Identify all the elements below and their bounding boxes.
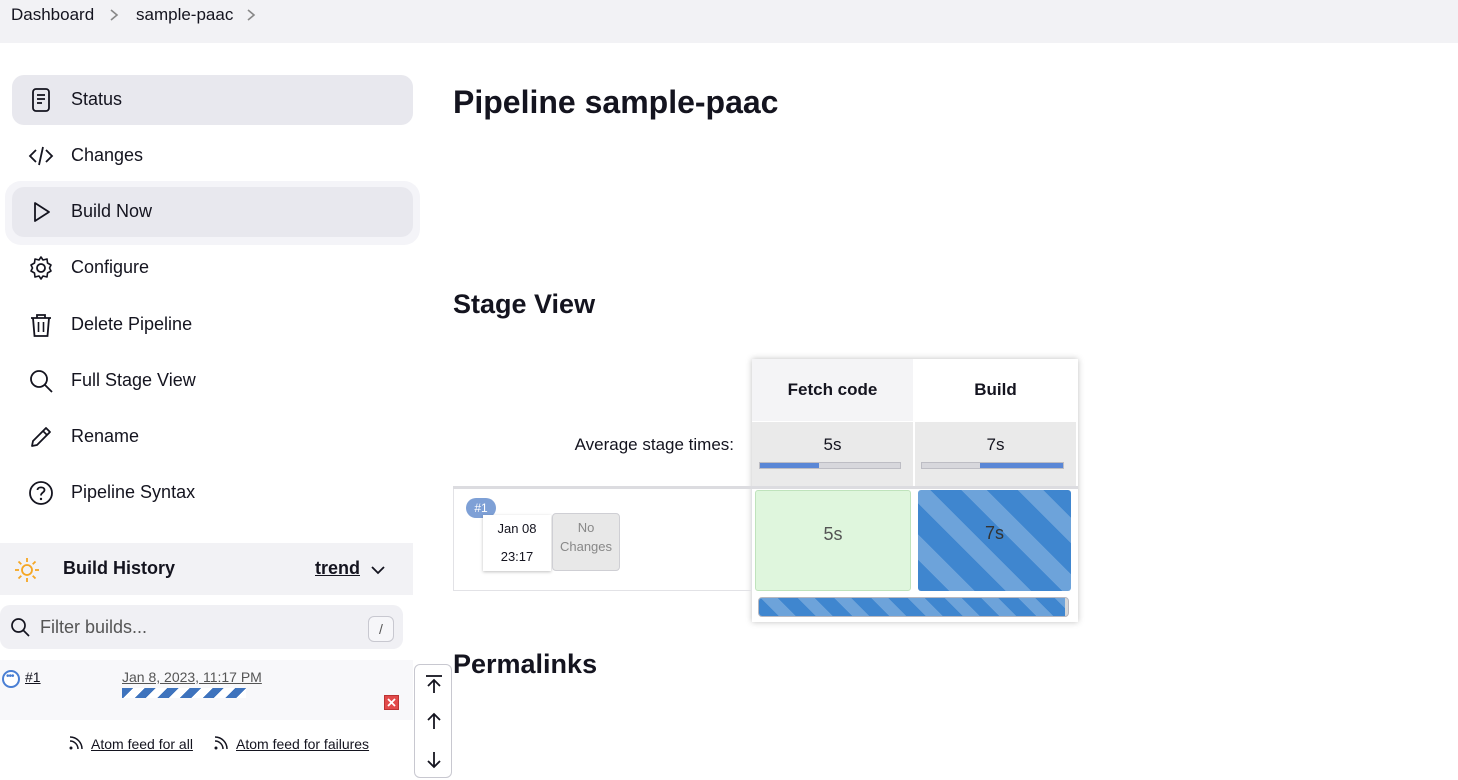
filter-shortcut-key: /	[368, 616, 394, 642]
sidebar-item-rename[interactable]: Rename	[12, 412, 413, 462]
breadcrumb-sample-paac[interactable]: sample-paac	[136, 5, 234, 24]
chevron-down-icon[interactable]	[369, 561, 387, 579]
stage-view-heading: Stage View	[453, 289, 596, 319]
run-changes: No Changes	[552, 513, 620, 571]
breadcrumb-dashboard[interactable]: Dashboard	[11, 5, 95, 24]
scroll-down-icon[interactable]	[423, 749, 445, 771]
avg-time-value: 5s	[823, 435, 842, 454]
pencil-icon	[28, 424, 54, 450]
run-progress-bar	[758, 597, 1069, 617]
avg-time-build: 7s	[915, 422, 1076, 486]
avg-time-bar	[921, 462, 1064, 469]
sidebar-item-label: Delete Pipeline	[71, 314, 193, 334]
document-icon	[28, 87, 54, 113]
run-badge[interactable]: #1	[466, 498, 496, 518]
build-number-link[interactable]: #1	[25, 669, 41, 685]
filter-builds: /	[0, 605, 403, 649]
stage-cell-time: 7s	[984, 523, 1004, 543]
help-icon	[28, 480, 54, 506]
filter-builds-input[interactable]	[40, 613, 350, 641]
trash-icon	[28, 312, 54, 338]
build-progress-bar	[122, 688, 246, 698]
sidebar-item-label: Full Stage View	[71, 370, 196, 390]
stage-cell-success[interactable]: 5s	[755, 490, 911, 591]
rss-icon	[68, 735, 84, 751]
sidebar-item-label: Pipeline Syntax	[71, 482, 196, 502]
build-row: ••• #1 Jan 8, 2023, 11:17 PM	[0, 660, 413, 720]
chevron-right-icon[interactable]	[243, 5, 259, 25]
page-title: Pipeline sample-paac	[453, 84, 779, 120]
build-date-link[interactable]: Jan 8, 2023, 11:17 PM	[122, 669, 262, 685]
avg-time-fetch-code: 5s	[752, 422, 913, 486]
sidebar-item-label: Status	[71, 89, 123, 109]
run-row: #1 Jan 08 23:17 No Changes	[453, 489, 752, 591]
stage-header-fetch-code: Fetch code	[752, 359, 913, 421]
sidebar-item-label: Rename	[71, 426, 140, 446]
avg-time-bar-fill	[760, 463, 819, 468]
gear-icon	[28, 255, 54, 281]
avg-time-bar-fill	[980, 463, 1063, 468]
scroll-controls	[414, 664, 452, 778]
build-history-header: Build History trend	[0, 543, 413, 595]
play-icon	[28, 199, 54, 225]
chevron-right-icon[interactable]	[106, 5, 122, 25]
sidebar-item-full-stage-view[interactable]: Full Stage View	[12, 356, 413, 406]
sidebar-item-changes[interactable]: Changes	[12, 131, 413, 181]
sidebar-item-pipeline-syntax[interactable]: Pipeline Syntax	[12, 468, 413, 518]
build-history-title: Build History	[63, 558, 176, 578]
search-icon	[28, 368, 54, 394]
avg-time-value: 7s	[986, 435, 1005, 454]
sun-icon	[14, 557, 40, 583]
average-stage-times-label: Average stage times:	[453, 422, 752, 486]
scroll-up-icon[interactable]	[423, 710, 445, 732]
sidebar-item-label: Changes	[71, 145, 144, 165]
cancel-build-icon[interactable]	[384, 695, 399, 710]
breadcrumb: Dashboard sample-paac	[0, 0, 1458, 43]
atom-feed-failures-link[interactable]: Atom feed for failures	[236, 736, 370, 752]
sidebar-item-configure[interactable]: Configure	[12, 243, 413, 293]
divider	[453, 486, 1078, 489]
run-date-time: 23:17	[500, 549, 534, 564]
run-progress-fill	[759, 598, 1065, 616]
search-icon	[10, 617, 30, 637]
sidebar-item-build-now[interactable]: Build Now	[12, 187, 413, 237]
avg-time-bar	[759, 462, 901, 469]
stage-cell-in-progress[interactable]: 7s	[918, 490, 1071, 591]
run-date: Jan 08 23:17	[483, 515, 551, 571]
stage-cell-time: 5s	[823, 524, 843, 544]
sidebar-item-delete-pipeline[interactable]: Delete Pipeline	[12, 300, 413, 350]
atom-feed-all-link[interactable]: Atom feed for all	[91, 736, 193, 752]
code-icon	[28, 143, 54, 169]
trend-link[interactable]: trend	[315, 558, 360, 578]
sidebar-item-label: Build Now	[71, 201, 153, 221]
stage-header-build: Build	[915, 359, 1076, 421]
sidebar-item-label: Configure	[71, 257, 150, 277]
scroll-top-icon[interactable]	[423, 673, 445, 695]
rss-icon	[213, 735, 229, 751]
permalinks-heading: Permalinks	[453, 649, 598, 679]
average-stage-times-text: Average stage times:	[574, 435, 734, 454]
in-progress-icon: •••	[2, 670, 20, 688]
sidebar-item-status[interactable]: Status	[12, 75, 413, 125]
run-date-day: Jan 08	[497, 521, 537, 536]
